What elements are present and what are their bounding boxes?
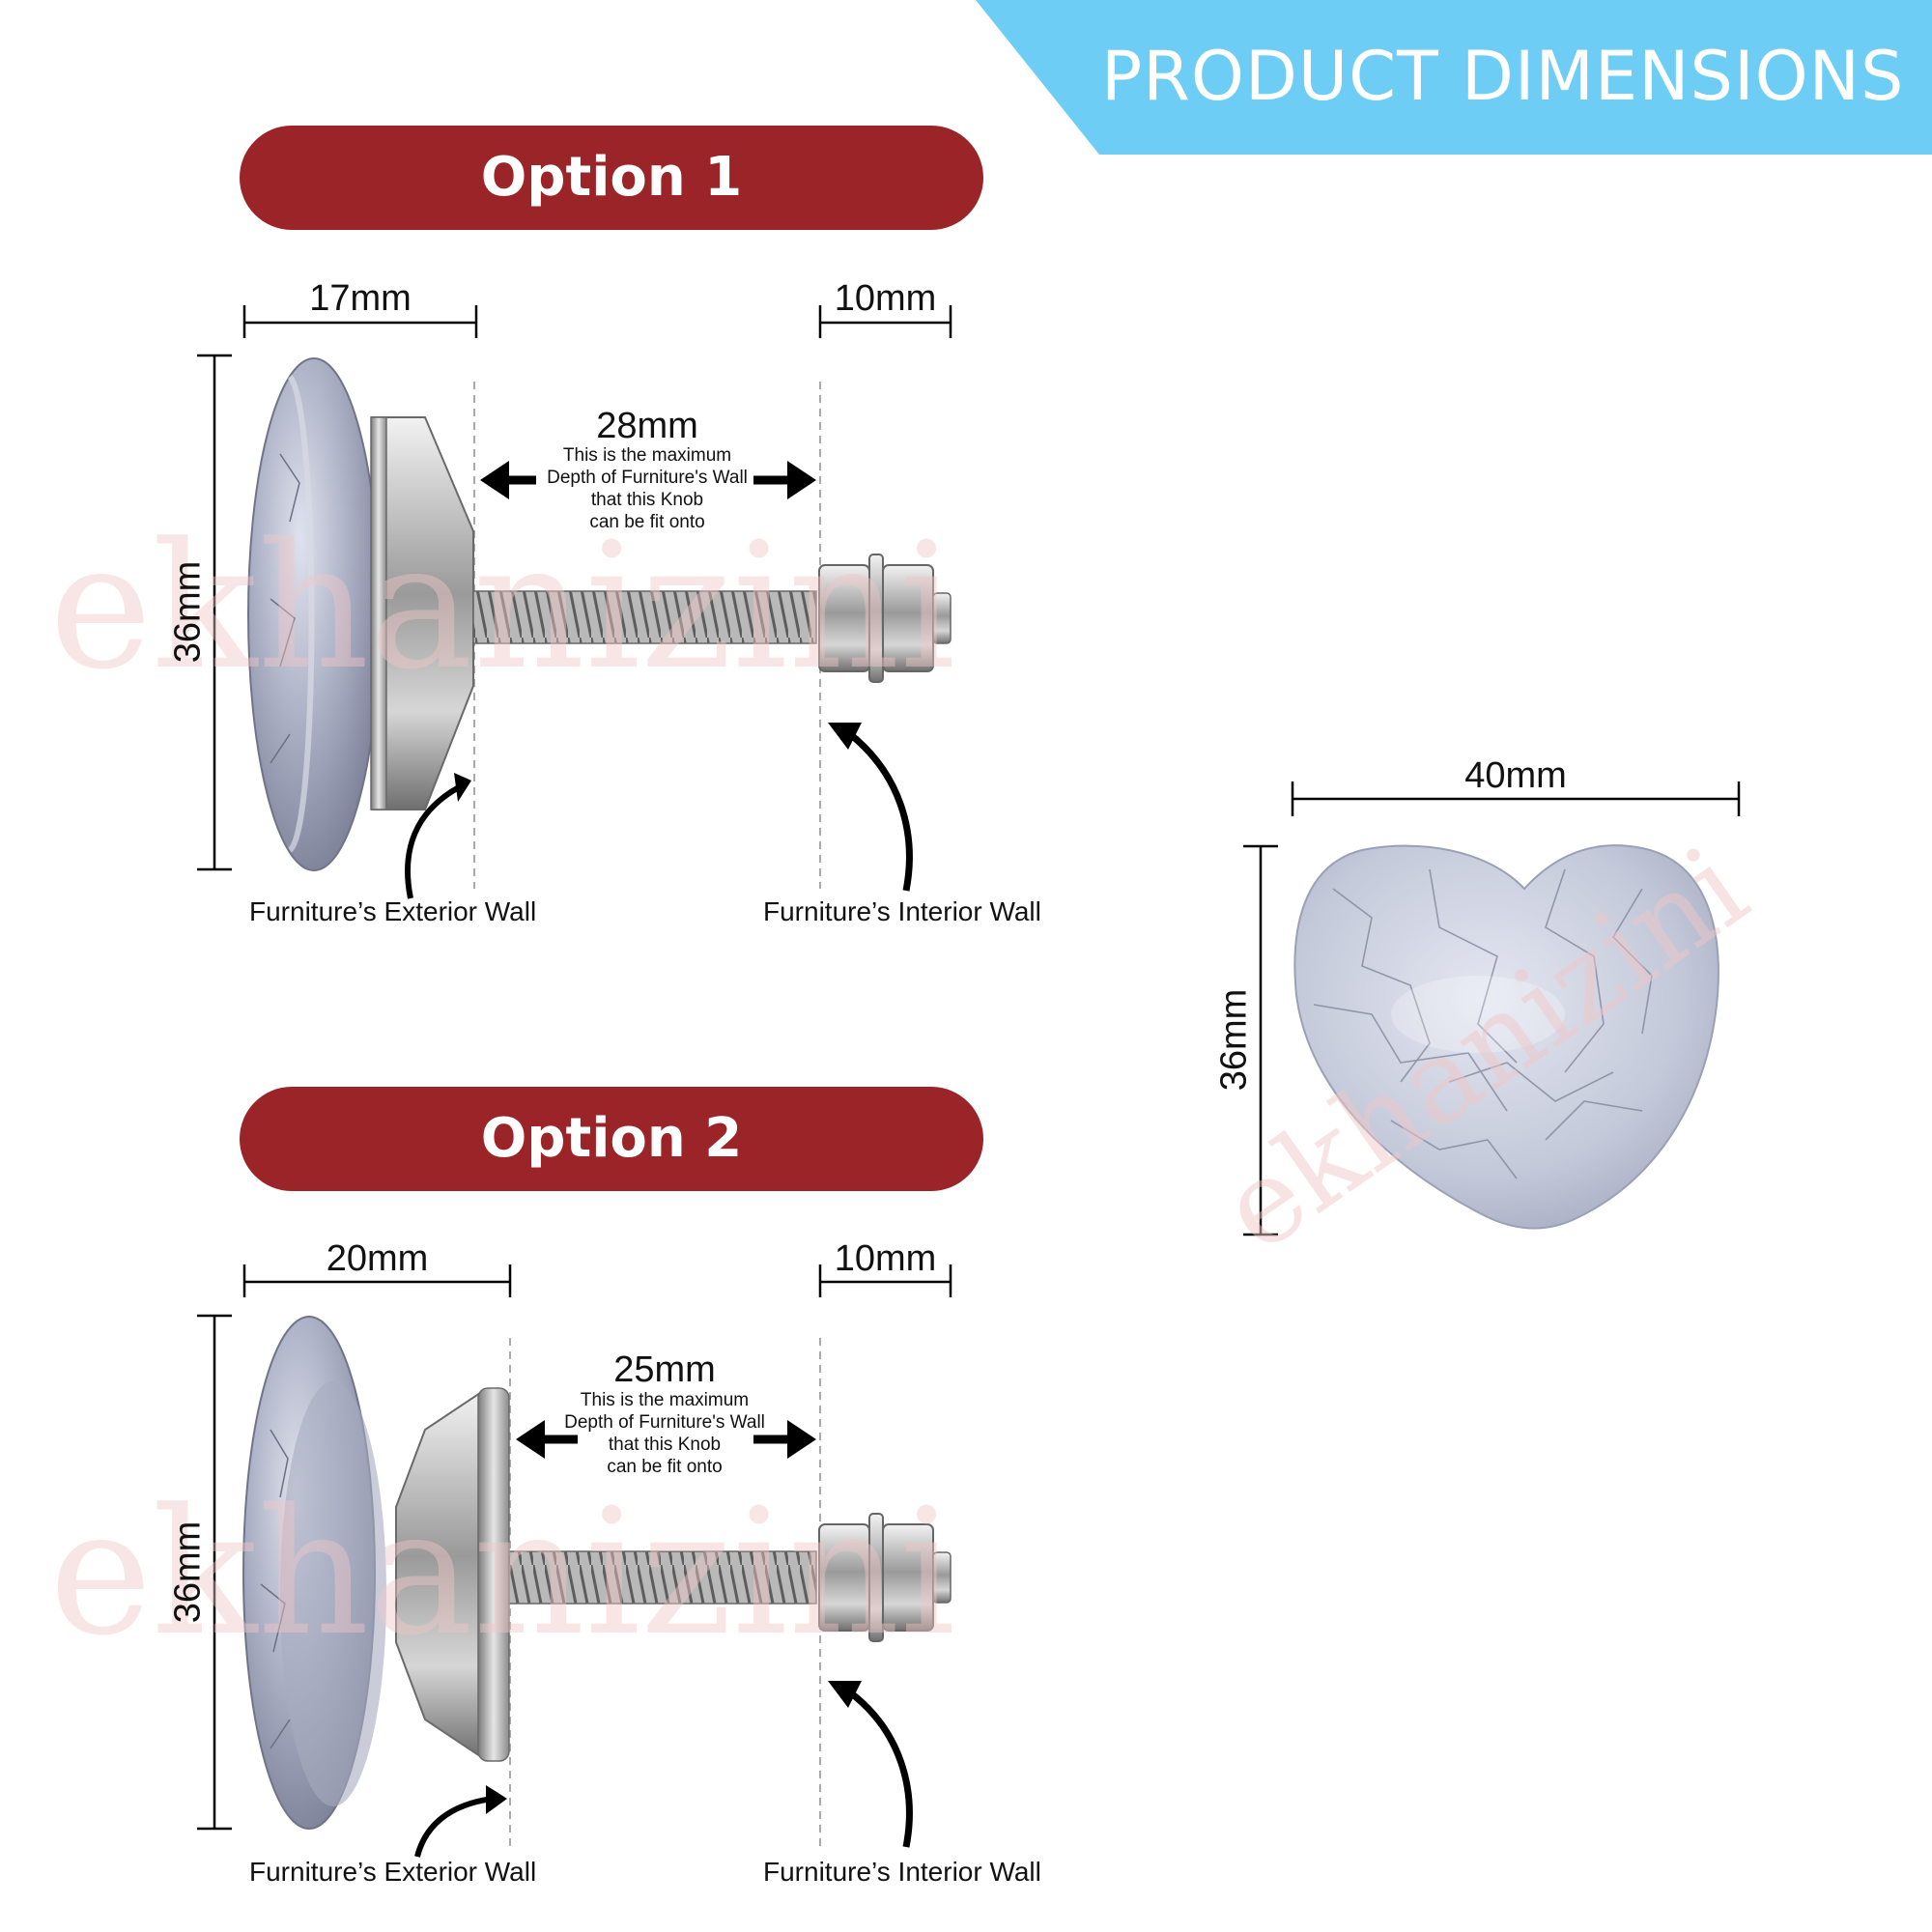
watermark-2: ekhanizini: [49, 1472, 955, 1674]
option-2-exterior-label: Furniture’s Exterior Wall: [249, 1857, 537, 1887]
option-2-pill: Option 2: [240, 1087, 983, 1191]
banner-shape: [976, 0, 1932, 155]
option-1-interior-label: Furniture’s Interior Wall: [763, 896, 1041, 926]
heart-knob-front: [1293, 844, 1719, 1230]
option-2-drawing: [197, 1264, 952, 1858]
note-line: This is the maximum: [580, 1390, 750, 1410]
note-line: Depth of Furniture's Wall: [547, 468, 748, 488]
header-banner: [976, 0, 1932, 155]
max-depth-arrows-2: [516, 1420, 816, 1459]
option-1-max-depth: 28mm: [596, 406, 698, 446]
screw-1: [472, 590, 817, 644]
note-line: that this Knob: [608, 1435, 722, 1455]
option-1-drawing: [197, 305, 952, 899]
option-1-exterior-label: Furniture’s Exterior Wall: [249, 896, 537, 926]
max-depth-arrows-1: [480, 461, 816, 499]
option-2-nut-length: 10mm: [834, 1238, 937, 1279]
front-height: 36mm: [1213, 988, 1255, 1092]
note-line: Depth of Furniture's Wall: [564, 1412, 765, 1433]
option-1-knob-depth: 17mm: [309, 278, 412, 319]
option-2-height: 36mm: [167, 1520, 209, 1624]
option-2-max-depth-note: This is the maximum Depth of Furniture's…: [539, 1389, 790, 1478]
exterior-arrow-2: [414, 1796, 494, 1858]
option-1-pill: Option 1: [240, 126, 983, 230]
option-1-nut-length: 10mm: [834, 278, 937, 319]
option-2-max-depth: 25mm: [613, 1350, 716, 1390]
screw-2: [508, 1550, 817, 1605]
option-2-interior-label: Furniture’s Interior Wall: [763, 1857, 1041, 1887]
page-title: PRODUCT DIMENSIONS: [1101, 37, 1905, 116]
interior-arrow-2: [847, 1690, 913, 1848]
option-2-knob-depth: 20mm: [326, 1238, 429, 1279]
interior-arrow-1: [847, 731, 913, 892]
note-line: that this Knob: [590, 490, 704, 510]
front-view-drawing: [1243, 781, 1741, 1236]
crackle-pattern: [1313, 868, 1653, 1179]
option-1-height: 36mm: [167, 560, 209, 664]
watermark-1: ekhanizini: [49, 506, 955, 708]
note-line: can be fit onto: [589, 512, 705, 532]
option-1-max-depth-note: This is the maximum Depth of Furniture's…: [522, 444, 773, 533]
front-width: 40mm: [1464, 755, 1567, 796]
note-line: This is the maximum: [562, 445, 732, 466]
note-line: can be fit onto: [607, 1457, 723, 1477]
exterior-arrow-1: [405, 784, 461, 899]
